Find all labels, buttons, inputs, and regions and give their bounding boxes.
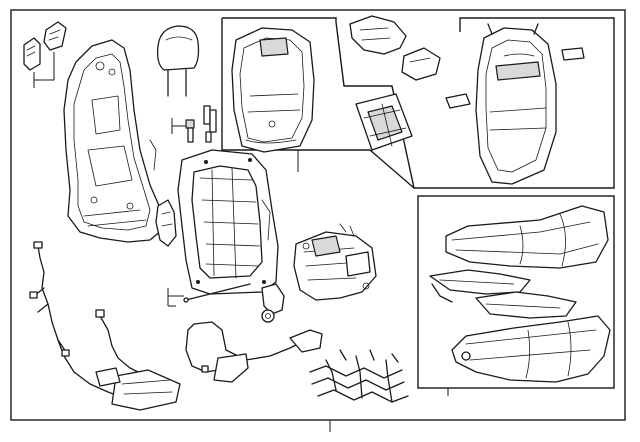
bolster-trims[interactable] (349, 15, 585, 109)
seat-cushion-pad-kit[interactable] (417, 195, 615, 396)
recliner-trim[interactable] (155, 199, 177, 247)
seat-back-pad-kit[interactable] (221, 17, 615, 189)
seat-back-shell[interactable] (63, 39, 163, 243)
headrest[interactable] (156, 25, 200, 97)
headrest-guides[interactable] (171, 105, 217, 143)
heater-cable[interactable] (185, 321, 323, 383)
lumbar-panel[interactable] (355, 93, 413, 151)
outer-frame (10, 9, 626, 421)
seat-springs[interactable] (309, 349, 409, 403)
headrest-guide-clips[interactable] (23, 21, 67, 88)
centre-lead-lines (167, 283, 251, 307)
switch-knob[interactable] (261, 283, 285, 323)
wire-harness[interactable] (29, 241, 181, 411)
seat-adjuster[interactable] (293, 223, 377, 301)
seat-back-frame[interactable] (177, 149, 279, 295)
seat-back-cover[interactable] (475, 23, 557, 185)
